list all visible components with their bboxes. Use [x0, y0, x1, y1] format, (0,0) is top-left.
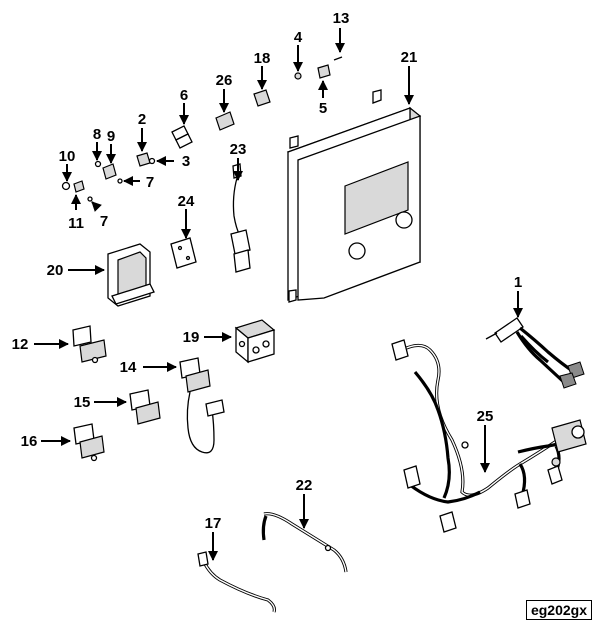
callout-13: 13 — [333, 10, 350, 27]
callout-16: 16 — [21, 433, 38, 450]
callout-9: 9 — [107, 128, 115, 145]
plate-part-24 — [170, 237, 197, 269]
callout-7-upper: 7 — [146, 174, 154, 191]
callout-22: 22 — [296, 477, 313, 494]
wiring-harness-part-25 — [391, 339, 587, 533]
callout-11: 11 — [68, 215, 84, 232]
callout-10: 10 — [59, 148, 76, 165]
callout-17: 17 — [205, 515, 222, 532]
callout-15: 15 — [74, 394, 91, 411]
callout-14: 14 — [120, 359, 137, 376]
figure-id-label: eg202gx — [525, 600, 592, 620]
probe-part-23 — [230, 163, 251, 273]
valve-part-12 — [72, 325, 107, 364]
bracket-part-20 — [107, 243, 155, 307]
callout-23: 23 — [230, 141, 247, 158]
sensor-part-1 — [485, 317, 585, 389]
valve-part-15 — [129, 389, 161, 425]
callout-26: 26 — [216, 72, 233, 89]
valve-part-14 — [179, 357, 225, 454]
callout-18: 18 — [254, 50, 271, 67]
callout-24: 24 — [178, 193, 195, 210]
callout-labels: 1 2 3 4 5 6 7 7 8 9 10 11 12 13 14 15 16… — [12, 10, 523, 532]
callout-7-lower: 7 — [100, 213, 108, 230]
callout-arrows — [34, 28, 523, 561]
callout-20: 20 — [47, 262, 64, 279]
callout-12: 12 — [12, 336, 29, 353]
callout-5: 5 — [319, 100, 327, 117]
callout-21: 21 — [401, 49, 418, 66]
callout-4: 4 — [294, 29, 303, 46]
callout-19: 19 — [183, 329, 200, 346]
manifold-part-19 — [234, 319, 276, 364]
valve-part-16 — [73, 423, 105, 462]
callout-25: 25 — [477, 408, 494, 425]
callout-6: 6 — [180, 87, 188, 104]
control-box-part-21 — [286, 89, 422, 303]
callout-3: 3 — [182, 153, 190, 170]
callout-8: 8 — [93, 126, 101, 143]
small-fittings-group — [61, 56, 343, 202]
hose-part-22 — [261, 512, 348, 573]
callout-2: 2 — [138, 111, 146, 128]
callout-1: 1 — [514, 274, 522, 291]
hose-part-17 — [197, 551, 276, 613]
